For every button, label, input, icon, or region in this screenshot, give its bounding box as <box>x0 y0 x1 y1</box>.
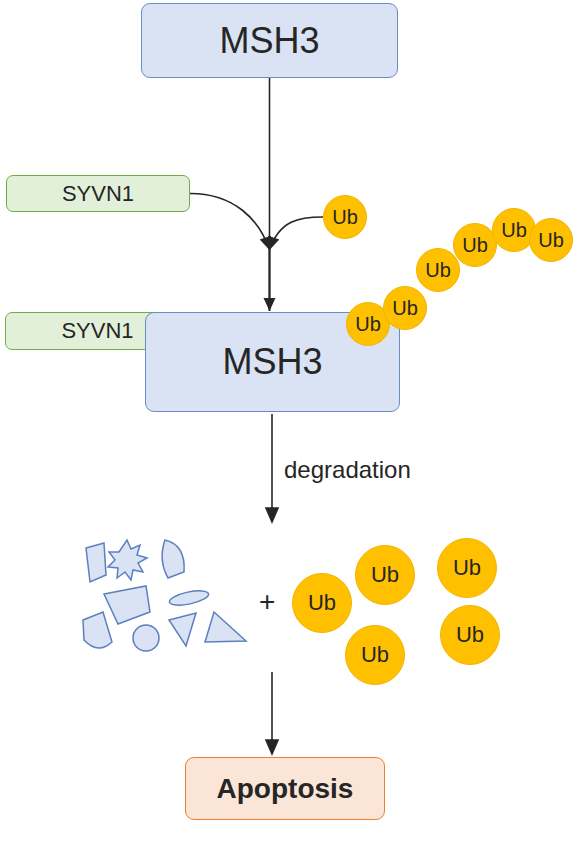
node-text: MSH3 <box>222 341 322 383</box>
protein-box: MSH3 <box>141 3 398 78</box>
plus-sign: + <box>259 586 275 618</box>
ubiquitin-circle: Ub <box>416 248 460 292</box>
node-text: Ub <box>355 313 381 336</box>
step-label: degradation <box>284 456 411 484</box>
flow-arrows <box>266 414 278 754</box>
arrow-head <box>268 236 279 250</box>
node-text: Ub <box>538 229 564 252</box>
connector-arrow <box>268 217 323 311</box>
node-text: Ub <box>456 622 484 648</box>
node-text: Ub <box>453 555 481 581</box>
label-text: + <box>259 586 275 617</box>
label-text: degradation <box>284 456 411 483</box>
node-text: Ub <box>332 206 358 229</box>
ubiquitin-circle: Ub <box>453 223 497 267</box>
node-text: Ub <box>392 297 418 320</box>
node-text: Ub <box>501 219 527 242</box>
node-text: Apoptosis <box>217 773 354 805</box>
ubiquitin-circle: Ub <box>355 545 415 605</box>
connector-arrow <box>190 194 271 312</box>
ligase-box: SYVN1 <box>6 175 190 212</box>
ubiquitin-circle: Ub <box>440 605 500 665</box>
outcome-box: Apoptosis <box>185 757 385 820</box>
ubiquitin-circle: Ub <box>529 218 573 262</box>
node-text: Ub <box>371 562 399 588</box>
ubiquitin-circle: Ub <box>437 538 497 598</box>
ubiquitin-circle: Ub <box>292 573 352 633</box>
node-text: MSH3 <box>219 20 319 62</box>
node-text: Ub <box>308 590 336 616</box>
ubiquitin-circle: Ub <box>323 195 367 239</box>
node-text: SYVN1 <box>61 318 133 344</box>
connector-line <box>270 217 324 311</box>
node-text: Ub <box>425 259 451 282</box>
node-text: Ub <box>361 642 389 668</box>
node-text: Ub <box>462 234 488 257</box>
connector-line <box>190 194 270 312</box>
protein-fragments <box>83 540 246 651</box>
ubiquitin-circle: Ub <box>383 286 427 330</box>
node-text: SYVN1 <box>62 181 134 207</box>
ubiquitin-circle: Ub <box>345 625 405 685</box>
